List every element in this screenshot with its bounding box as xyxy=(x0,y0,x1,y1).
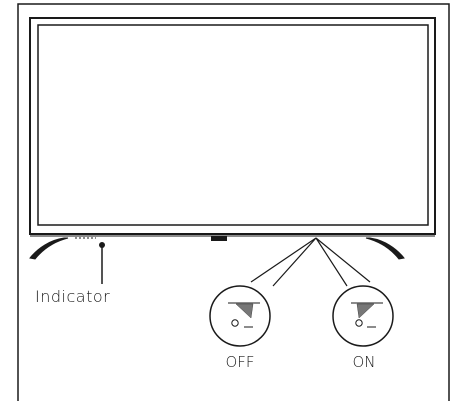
tv-set xyxy=(29,17,436,260)
switch-off-detail xyxy=(209,285,271,347)
off-label: OFF xyxy=(225,353,255,371)
switch-on-rocker xyxy=(356,303,375,319)
tv-screen xyxy=(37,24,429,226)
switch-on-circle xyxy=(332,285,394,347)
switch-on-detail xyxy=(332,285,394,347)
switch-off-circle xyxy=(209,285,271,347)
indicator-callout xyxy=(99,242,105,284)
switch-off-rocker xyxy=(235,303,254,319)
page-frame xyxy=(17,3,450,401)
switch-off-o-mark xyxy=(231,319,239,327)
tv-center-tab xyxy=(211,236,227,241)
tv-right-foot xyxy=(365,237,405,260)
switch-callout-lines xyxy=(250,237,371,287)
indicator-label: Indicator xyxy=(35,287,111,306)
on-label: ON xyxy=(352,353,376,371)
tv-left-foot xyxy=(29,237,69,260)
switch-on-o-mark xyxy=(355,319,363,327)
